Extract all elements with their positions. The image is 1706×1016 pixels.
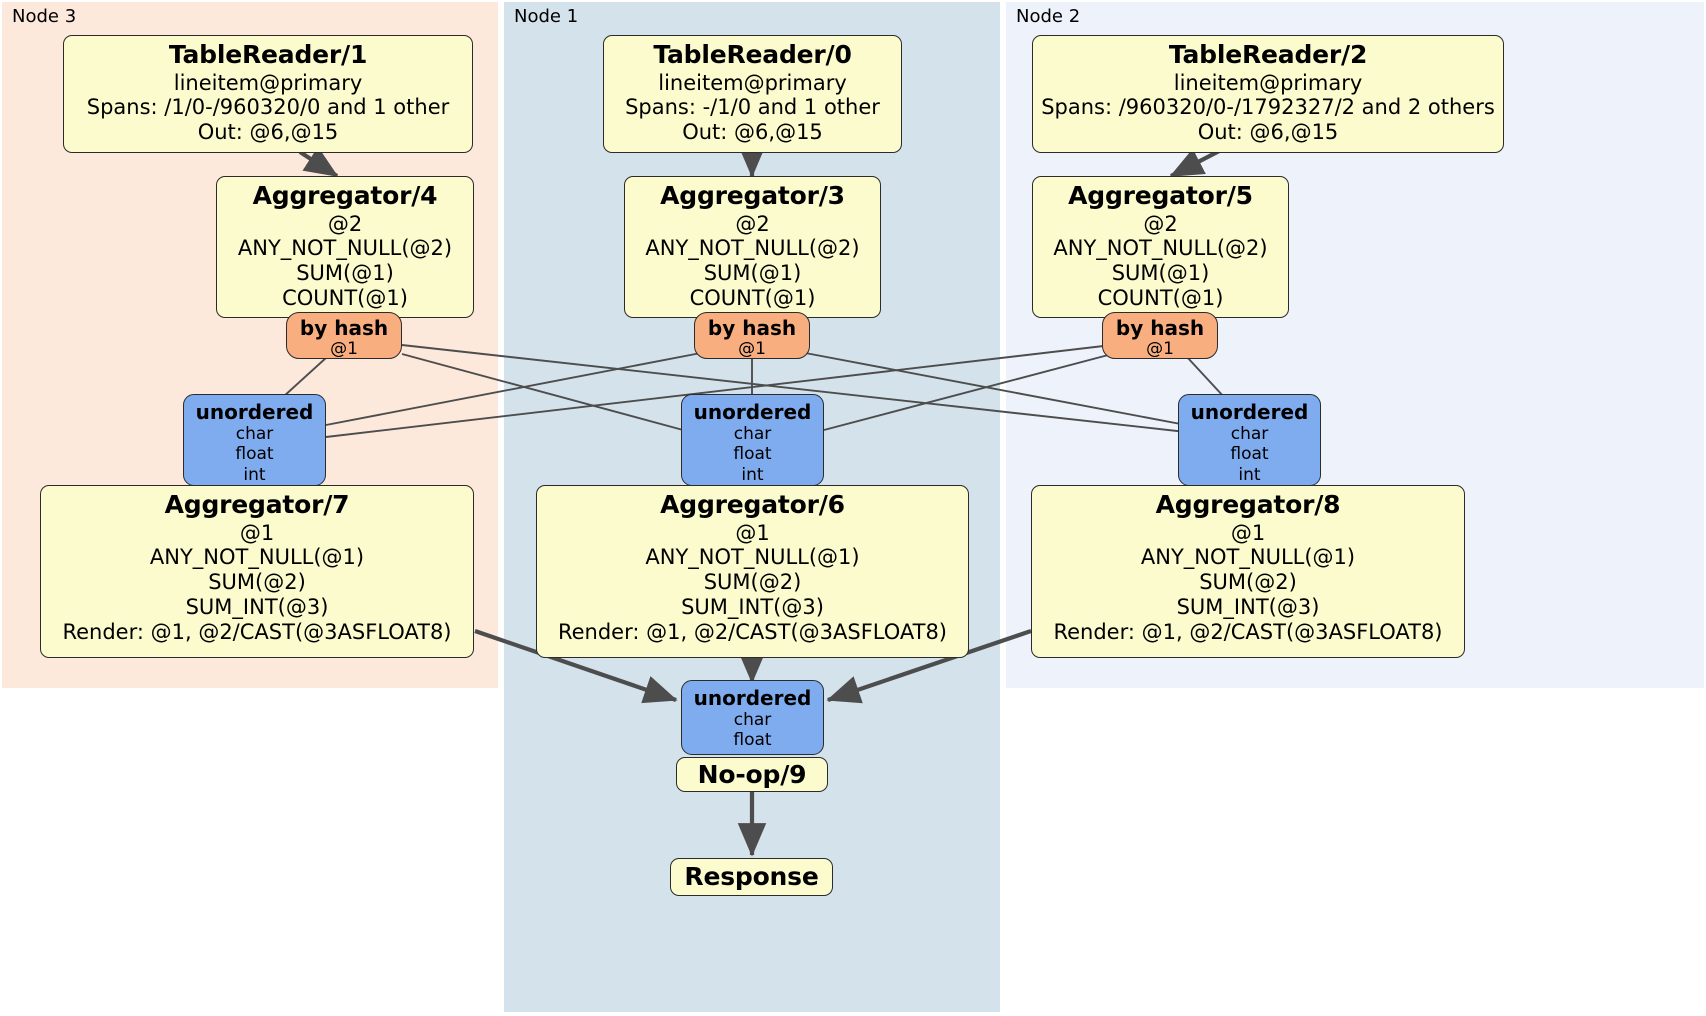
processor-line: SUM_INT(@3) xyxy=(1176,594,1320,619)
processor-line: Render: @1, @2/CAST(@3ASFLOAT8) xyxy=(62,619,452,644)
processor-title: Response xyxy=(684,862,819,892)
processor-line: @1 xyxy=(239,520,275,545)
processor-line: Spans: -/1/0 and 1 other xyxy=(625,95,880,120)
processor-line: SUM(@1) xyxy=(296,261,394,286)
processor-line: @2 xyxy=(1143,211,1178,236)
synchronizer-line: int xyxy=(741,464,764,485)
processor-line: Render: @1, @2/CAST(@3ASFLOAT8) xyxy=(557,619,948,644)
processor-line: COUNT(@1) xyxy=(689,285,816,310)
synchronizer-line: int xyxy=(1238,464,1261,485)
synchronizer-unordered-left[interactable]: unordered char float int xyxy=(183,394,326,486)
processor-line: @2 xyxy=(327,211,363,236)
processor-title: Aggregator/4 xyxy=(252,181,438,210)
processor-title: Aggregator/5 xyxy=(1068,181,1253,210)
processor-noop-9[interactable]: No-op/9 xyxy=(676,757,828,792)
router-title: by hash xyxy=(707,316,797,340)
router-by-hash-right[interactable]: by hash @1 xyxy=(1102,312,1218,359)
synchronizer-line: char xyxy=(733,710,772,730)
processor-title: No-op/9 xyxy=(697,759,807,789)
processor-title: TableReader/0 xyxy=(653,40,852,69)
synchronizer-line: float xyxy=(235,444,274,465)
processor-line: ANY_NOT_NULL(@2) xyxy=(645,236,860,261)
processor-line: COUNT(@1) xyxy=(1097,285,1224,310)
synchronizer-title: unordered xyxy=(195,400,314,424)
router-title: by hash xyxy=(1115,316,1205,340)
processor-aggregator-7[interactable]: Aggregator/7 @1 ANY_NOT_NULL(@1) SUM(@2)… xyxy=(40,485,474,658)
processor-line: SUM(@1) xyxy=(1111,261,1210,286)
processor-line: lineitem@primary xyxy=(173,70,363,95)
processor-title: Aggregator/7 xyxy=(164,490,350,519)
synchronizer-unordered-right[interactable]: unordered char float int xyxy=(1178,394,1321,486)
processor-line: @1 xyxy=(1230,520,1266,545)
synchronizer-title: unordered xyxy=(693,686,812,710)
synchronizer-line: int xyxy=(243,464,266,485)
processor-line: Spans: /960320/0-/1792327/2 and 2 others xyxy=(1041,95,1495,120)
processor-table-reader-1[interactable]: TableReader/1 lineitem@primary Spans: /1… xyxy=(63,35,473,153)
processor-line: ANY_NOT_NULL(@1) xyxy=(1140,545,1356,570)
processor-line: Out: @6,@15 xyxy=(1197,120,1339,145)
processor-title: TableReader/1 xyxy=(168,40,368,69)
processor-response[interactable]: Response xyxy=(670,858,833,896)
processor-line: ANY_NOT_NULL(@2) xyxy=(237,236,453,261)
processor-line: lineitem@primary xyxy=(1173,70,1363,95)
synchronizer-line: char xyxy=(733,424,772,444)
cluster-node-1-label: Node 1 xyxy=(514,6,579,27)
processor-line: Spans: /1/0-/960320/0 and 1 other xyxy=(86,95,450,120)
synchronizer-line: char xyxy=(235,424,274,444)
synchronizer-unordered-final[interactable]: unordered char float xyxy=(681,680,824,755)
processor-line: Out: @6,@15 xyxy=(197,120,339,145)
processor-line: ANY_NOT_NULL(@2) xyxy=(1053,236,1268,261)
processor-line: COUNT(@1) xyxy=(282,285,408,310)
processor-aggregator-6[interactable]: Aggregator/6 @1 ANY_NOT_NULL(@1) SUM(@2)… xyxy=(536,485,969,658)
synchronizer-title: unordered xyxy=(693,400,812,424)
processor-line: SUM(@2) xyxy=(208,570,306,595)
processor-line: Render: @1, @2/CAST(@3ASFLOAT8) xyxy=(1053,619,1443,644)
cluster-node-2-label: Node 2 xyxy=(1016,6,1081,27)
processor-aggregator-3[interactable]: Aggregator/3 @2 ANY_NOT_NULL(@2) SUM(@1)… xyxy=(624,176,881,318)
router-line: @1 xyxy=(1146,339,1174,359)
synchronizer-title: unordered xyxy=(1190,400,1309,424)
processor-line: SUM(@2) xyxy=(1199,570,1297,595)
router-line: @1 xyxy=(330,339,358,359)
processor-line: lineitem@primary xyxy=(658,70,847,95)
synchronizer-unordered-center[interactable]: unordered char float int xyxy=(681,394,824,486)
synchronizer-line: float xyxy=(733,730,772,751)
router-line: @1 xyxy=(738,339,766,359)
processor-line: @1 xyxy=(735,520,770,545)
processor-line: Out: @6,@15 xyxy=(682,120,823,145)
processor-aggregator-5[interactable]: Aggregator/5 @2 ANY_NOT_NULL(@2) SUM(@1)… xyxy=(1032,176,1289,318)
cluster-node-3-label: Node 3 xyxy=(12,6,77,27)
router-by-hash-center[interactable]: by hash @1 xyxy=(694,312,810,359)
synchronizer-line: float xyxy=(1230,444,1269,465)
processor-aggregator-4[interactable]: Aggregator/4 @2 ANY_NOT_NULL(@2) SUM(@1)… xyxy=(216,176,474,318)
processor-title: Aggregator/3 xyxy=(660,181,845,210)
processor-table-reader-2[interactable]: TableReader/2 lineitem@primary Spans: /9… xyxy=(1032,35,1504,153)
processor-line: SUM_INT(@3) xyxy=(185,594,329,619)
synchronizer-line: char xyxy=(1230,424,1269,444)
router-by-hash-left[interactable]: by hash @1 xyxy=(286,312,402,359)
processor-line: SUM(@2) xyxy=(703,570,802,595)
processor-line: @2 xyxy=(735,211,770,236)
processor-title: Aggregator/8 xyxy=(1155,490,1341,519)
router-title: by hash xyxy=(299,316,389,340)
processor-line: ANY_NOT_NULL(@1) xyxy=(149,545,365,570)
processor-title: Aggregator/6 xyxy=(660,490,845,519)
processor-line: SUM_INT(@3) xyxy=(681,594,824,619)
synchronizer-line: float xyxy=(733,444,772,465)
processor-aggregator-8[interactable]: Aggregator/8 @1 ANY_NOT_NULL(@1) SUM(@2)… xyxy=(1031,485,1465,658)
processor-table-reader-0[interactable]: TableReader/0 lineitem@primary Spans: -/… xyxy=(603,35,902,153)
processor-line: ANY_NOT_NULL(@1) xyxy=(645,545,860,570)
processor-line: SUM(@1) xyxy=(703,261,802,286)
processor-title: TableReader/2 xyxy=(1168,40,1368,69)
